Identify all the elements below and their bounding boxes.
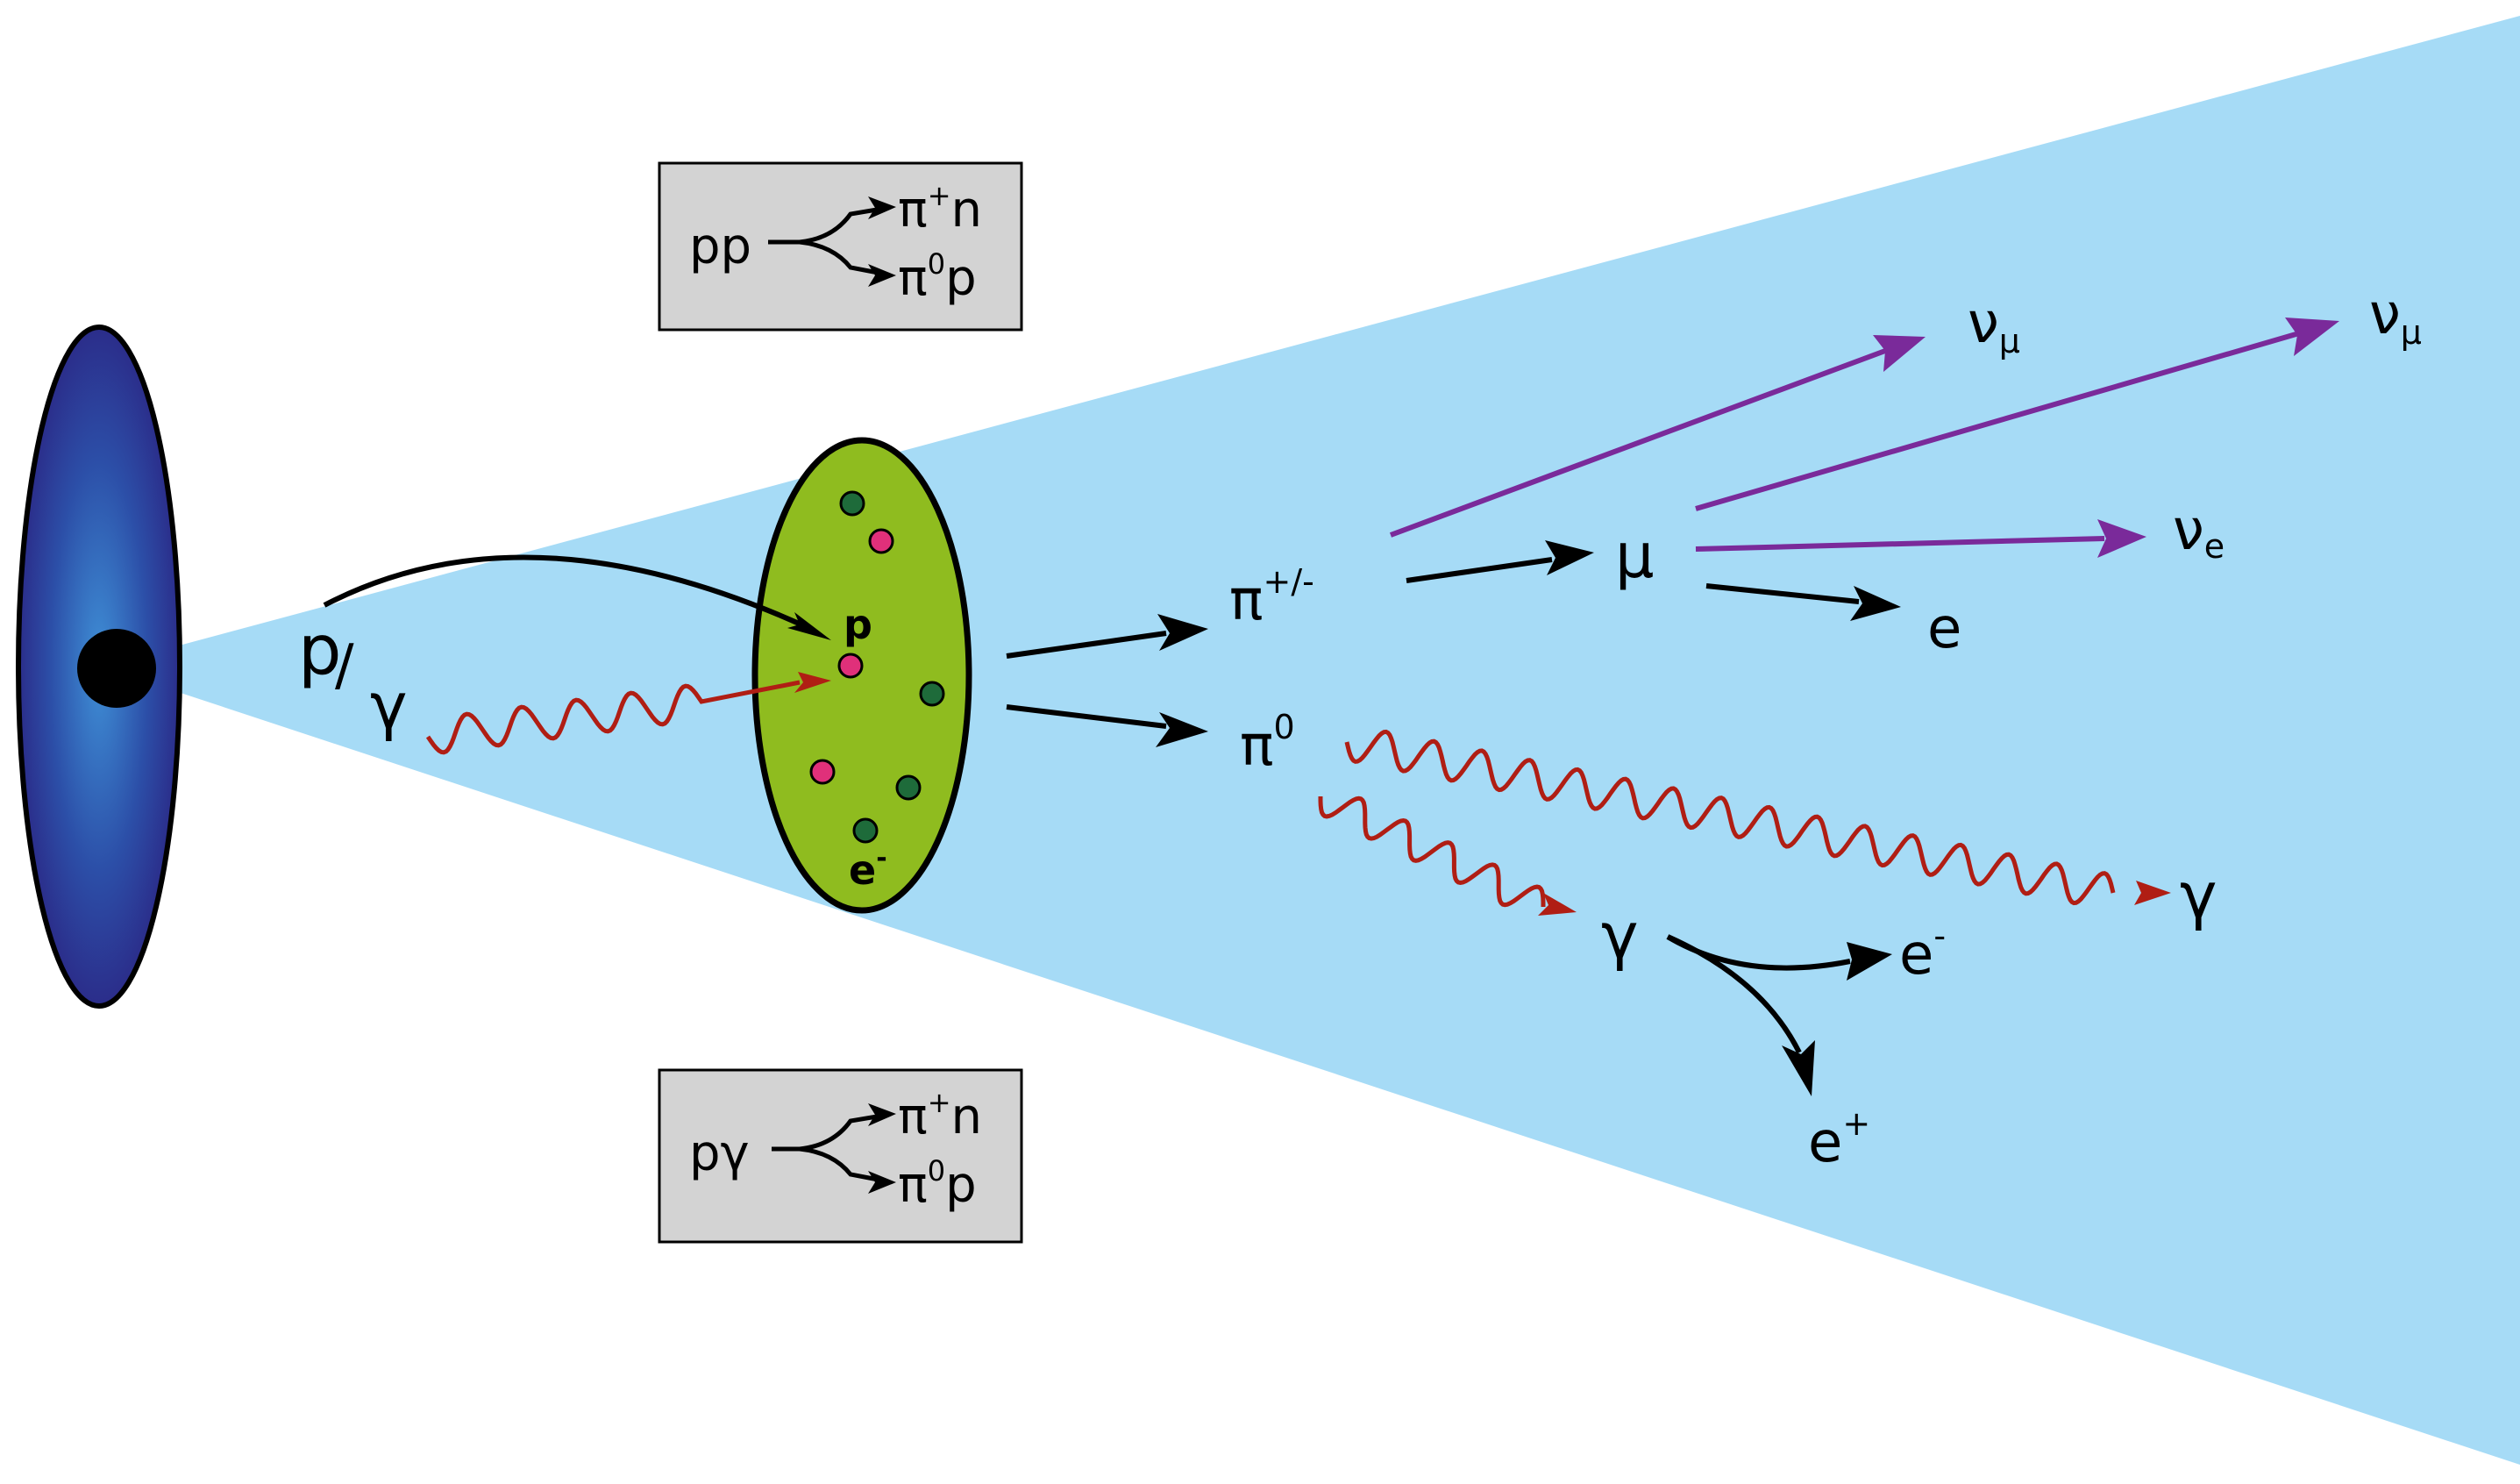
photon-short bbox=[1318, 796, 1546, 908]
gamma-lower-label: γ bbox=[1601, 899, 1639, 973]
incoming-gamma-label: γ bbox=[370, 669, 408, 743]
arrow-to-neutral-pion bbox=[1006, 704, 1167, 729]
photon-long bbox=[1344, 729, 2116, 906]
incoming-slash: / bbox=[335, 633, 354, 698]
neutral-pion-label: π0 bbox=[1240, 708, 1295, 779]
arrow-gamma-to-eplus bbox=[1666, 934, 1802, 1054]
nu-mu-1-label: νμ bbox=[1968, 291, 2020, 360]
muon-label: μ bbox=[1615, 520, 1655, 592]
reaction-box-pp: pp π+n π0p bbox=[658, 161, 1023, 332]
incoming-proton-label: p bbox=[298, 611, 342, 690]
electron-minus-label: e- bbox=[1899, 917, 1946, 988]
gamma-right-label: γ bbox=[2180, 859, 2217, 932]
charged-pion-label: π+/- bbox=[1229, 562, 1314, 633]
box-pgamma-product-1: π+n bbox=[898, 1086, 982, 1145]
arrow-pion-to-muon bbox=[1406, 557, 1553, 583]
blob-electron-label: e- bbox=[849, 843, 887, 894]
box-pgamma-product-2: π0p bbox=[898, 1154, 977, 1214]
incoming-proton-arrow bbox=[323, 554, 807, 629]
arrow-pion-to-numu bbox=[1389, 348, 1887, 538]
blob-particles bbox=[809, 490, 945, 844]
nu-mu-2-label: νμ bbox=[2369, 282, 2422, 352]
jet-cone bbox=[101, 16, 2520, 1465]
box-pp-reactant: pp bbox=[689, 218, 751, 275]
electron-label: e bbox=[1927, 596, 1961, 661]
arrow-to-charged-pion bbox=[1006, 631, 1167, 659]
blob-proton-label: p bbox=[844, 601, 872, 648]
box-pp-product-2: π0p bbox=[898, 247, 977, 307]
arrow-muon-to-numu bbox=[1695, 331, 2300, 511]
reaction-box-pgamma: pγ π+n π0p bbox=[658, 1068, 1023, 1244]
arrow-muon-to-electron bbox=[1705, 583, 1860, 604]
box-pgamma-reactant: pγ bbox=[689, 1125, 750, 1182]
positron-label: e+ bbox=[1808, 1104, 1870, 1175]
black-hole-icon bbox=[77, 629, 156, 708]
box-pp-product-1: π+n bbox=[898, 179, 982, 239]
incoming-photon-arrow bbox=[425, 680, 801, 755]
arrow-muon-to-nue bbox=[1695, 536, 2105, 552]
nu-e-label: νe bbox=[2173, 498, 2225, 566]
